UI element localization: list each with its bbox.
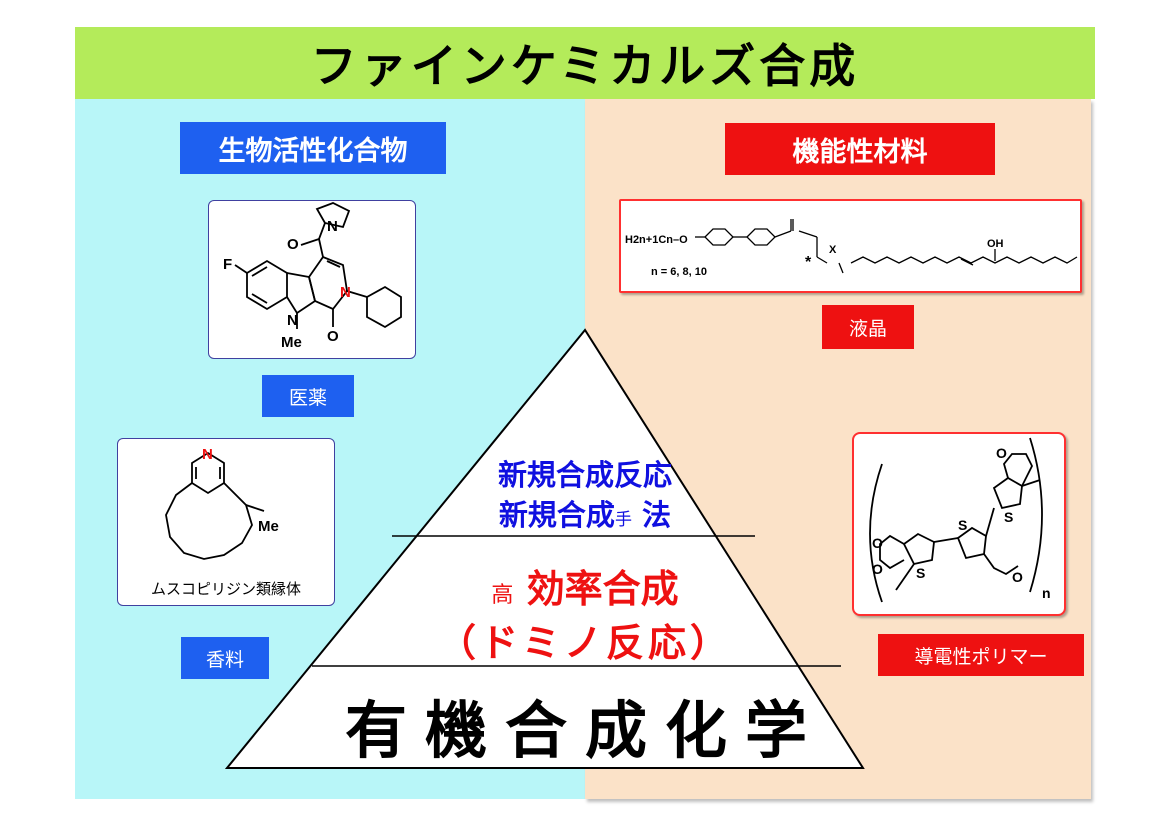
atom-s-2: S <box>958 517 967 533</box>
atom-f: F <box>223 256 232 273</box>
drug-structure-drawing: F N O N N Me O <box>223 202 402 351</box>
category-functional: 機能性材料 <box>725 123 995 175</box>
atom-o-2: O <box>872 561 883 577</box>
muscopyridine-drawing: N Me <box>165 446 279 560</box>
atom-s-1: S <box>916 565 925 581</box>
atom-n-red: N <box>340 284 351 301</box>
atom-n-pyridine: N <box>202 446 213 463</box>
title-bar: ファインケミカルズ合成 <box>75 27 1095 99</box>
polymer-n: n <box>1042 585 1051 601</box>
pyramid-base-text: 有機合成化学 <box>344 694 825 767</box>
pyramid-top-line2: 新規合成手 法 <box>470 492 700 534</box>
lc-formula: H2n+1Cn–O <box>625 234 688 246</box>
tag-fragrance: 香料 <box>181 637 269 679</box>
atom-me: Me <box>281 334 302 351</box>
atom-o-amide: O <box>287 236 299 253</box>
lc-oh: OH <box>987 238 1004 250</box>
tag-liquid-crystal: 液晶 <box>822 305 914 349</box>
liquid-crystal-drawing: H2n+1Cn–O n = 6, 8, 10 X * OH <box>625 219 1078 278</box>
atom-me-musco: Me <box>258 518 279 535</box>
atom-o-3: O <box>1012 569 1023 585</box>
atom-s-3: S <box>1004 509 1013 525</box>
pyramid-triangle <box>225 328 865 769</box>
atom-o-4: O <box>996 445 1007 461</box>
pyramid-mid-small: 高 <box>491 583 514 608</box>
pyramid-top-line2-main: 新規合成 <box>498 498 615 532</box>
lc-n-values: n = 6, 8, 10 <box>651 266 707 278</box>
tag-medicine: 医薬 <box>262 375 354 417</box>
polymer-drawing: O O S S S O O n <box>869 437 1051 603</box>
drug-structure: F N O N N Me O <box>208 200 416 359</box>
page-title: ファインケミカルズ合成 <box>310 39 860 93</box>
muscopyridine-structure: N Me ムスコピリジン類縁体 <box>117 438 335 606</box>
polymer-structure: O O S S S O O n <box>852 432 1066 616</box>
category-bioactive: 生物活性化合物 <box>180 122 446 174</box>
lc-star: * <box>805 254 812 271</box>
tag-conductive-polymer: 導電性ポリマー <box>878 634 1084 676</box>
pyramid-mid-main: 効率合成 <box>526 567 679 611</box>
pyramid <box>225 328 865 769</box>
atom-n-pyrrolidine: N <box>327 218 338 235</box>
atom-o-carbonyl: O <box>327 328 339 345</box>
pyramid-top-line2-small: 手 <box>614 510 632 530</box>
pyramid-mid-line1: 高 効率合成 <box>400 558 770 613</box>
atom-o-1: O <box>872 535 883 551</box>
muscopyridine-caption: ムスコピリジン類縁体 <box>150 580 301 598</box>
pyramid-top-line1: 新規合成反応 <box>497 458 672 492</box>
atom-n-indole: N <box>287 312 298 329</box>
liquid-crystal-structure: H2n+1Cn–O n = 6, 8, 10 X * OH <box>619 199 1082 293</box>
pyramid-top-line2-end: 法 <box>642 498 672 532</box>
pyramid-mid-line2: （ドミノ反応） <box>437 621 732 665</box>
lc-x: X <box>829 244 837 256</box>
